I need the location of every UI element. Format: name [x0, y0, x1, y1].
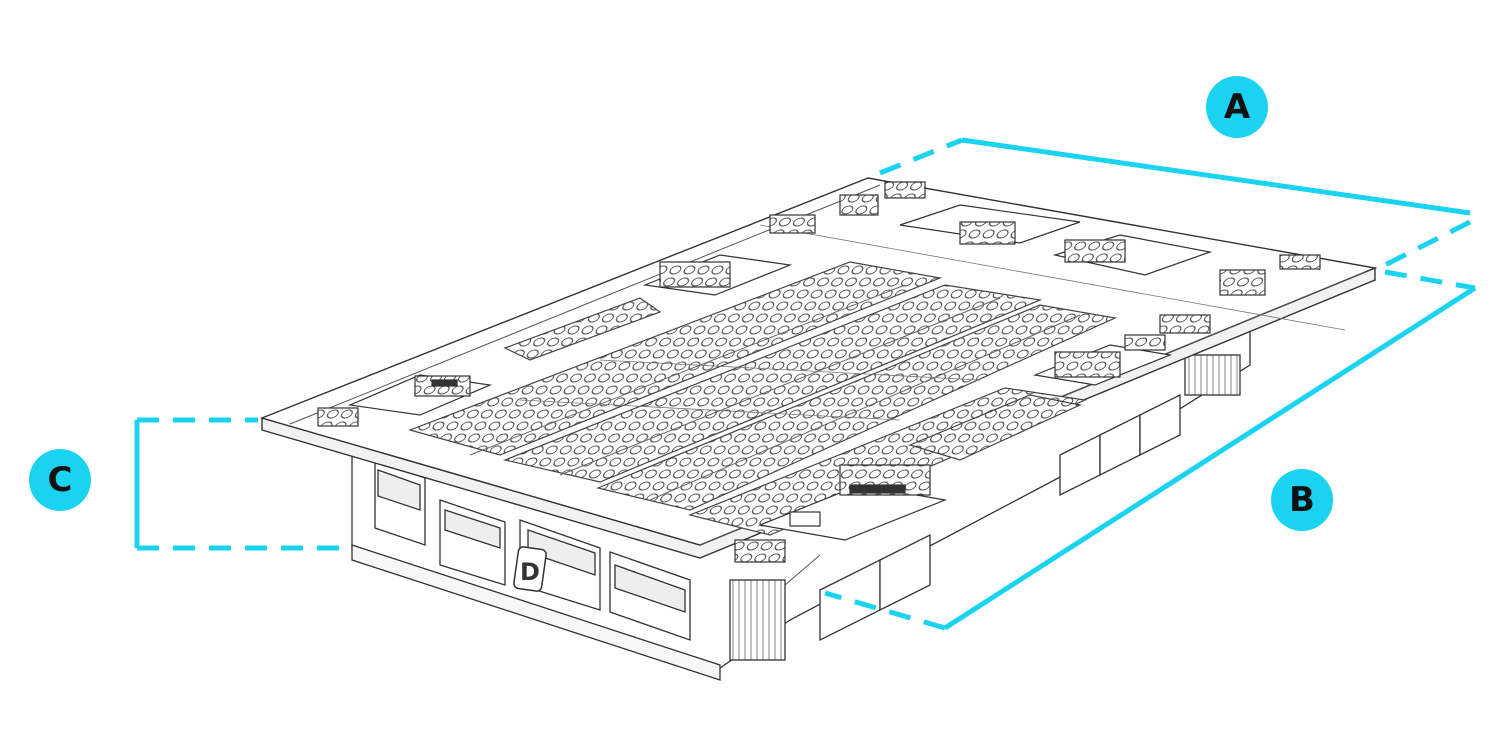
control-module-back-left: [642, 254, 793, 296]
dimension-line-c: [134, 417, 345, 551]
dimension-label-a: A: [1223, 87, 1251, 127]
perforated-panels: [408, 261, 1118, 536]
module-marking-text: D: [520, 558, 540, 586]
dimension-label-b: B: [1289, 480, 1315, 520]
chassis-body: [351, 329, 1251, 681]
control-module-back-right: [1052, 234, 1266, 296]
front-fan-bays: [374, 459, 691, 641]
button-clusters: [317, 181, 1321, 563]
dimension-badge-b: B: [1271, 469, 1333, 531]
module-marking: D: [513, 546, 547, 592]
dimension-line-a: [879, 137, 1472, 268]
control-module-right: [1032, 334, 1173, 386]
side-modules: [729, 354, 1241, 661]
control-modules: [317, 181, 1321, 563]
dimension-label-c: C: [47, 460, 73, 500]
dimension-badge-c: C: [29, 449, 91, 511]
control-module-front: [757, 464, 948, 541]
control-module-left: [347, 374, 493, 416]
control-module-back-center: [839, 194, 1081, 245]
dimension-line-b: [824, 269, 1477, 631]
dimension-badge-a: A: [1206, 76, 1268, 138]
